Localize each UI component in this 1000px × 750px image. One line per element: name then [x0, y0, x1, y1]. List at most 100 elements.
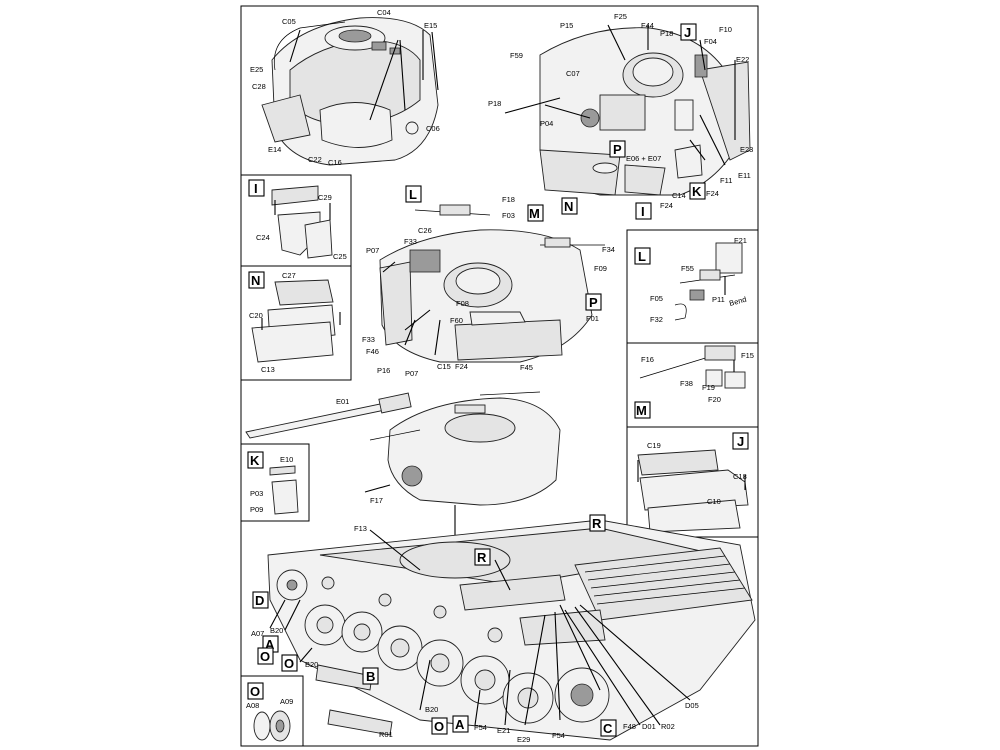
box-n-parts: [251, 279, 341, 363]
callout-i-top: [635, 202, 652, 220]
box-j-tag-text: J: [737, 434, 744, 449]
callout-c: [600, 719, 617, 737]
label-a07: A07: [251, 629, 264, 638]
label-c10: C10: [707, 497, 721, 506]
label-p11: P11: [712, 295, 725, 304]
label-e06-e07: E06 + E07: [626, 154, 661, 163]
box-m-tag-text: M: [636, 403, 647, 418]
label-f25: F25: [614, 12, 627, 21]
label-c26: C26: [418, 226, 432, 235]
callout-p-top-text: P: [613, 142, 622, 157]
callout-o-bottom: [431, 717, 448, 735]
label-f44: F44: [641, 21, 654, 30]
hull-drawing: [267, 519, 756, 741]
label-f34: F34: [602, 245, 615, 254]
label-f24-b: F24: [660, 201, 673, 210]
callout-a-left-text: A: [265, 637, 275, 652]
turret-top-left-drawing: [261, 17, 439, 166]
label-c19: C19: [647, 441, 661, 450]
label-p03: P03: [250, 489, 263, 498]
label-p15: P15: [560, 21, 573, 30]
label-f54-a: F54: [474, 723, 487, 732]
label-c04: C04: [377, 8, 391, 17]
box-k-tag-text: K: [250, 453, 260, 468]
label-b20-c: B20: [425, 705, 438, 714]
gun-barrel-and-turret-drawing: [245, 391, 561, 506]
label-e21: E21: [497, 726, 510, 735]
label-f54-b: F54: [552, 731, 565, 740]
label-d01: D01: [642, 722, 656, 731]
callout-p-center: [585, 293, 602, 311]
callout-b: [362, 667, 379, 685]
label-p16: P16: [377, 366, 390, 375]
label-c05: C05: [282, 17, 296, 26]
label-c22: C22: [308, 155, 322, 164]
callout-r-hull-center: [474, 548, 491, 566]
callout-n-top-text: N: [564, 199, 573, 214]
box-j-parts: [637, 449, 749, 533]
label-c07: C07: [566, 69, 580, 78]
label-b20-a: B20: [270, 626, 283, 635]
label-f09: F09: [594, 264, 607, 273]
label-f55: F55: [681, 264, 694, 273]
callout-o-left-1-text: O: [260, 649, 270, 664]
label-r02: R02: [661, 722, 675, 731]
label-d05: D05: [685, 701, 699, 710]
label-f18: F18: [502, 195, 515, 204]
label-c15: C15: [437, 362, 451, 371]
label-f33-bottom: F33: [362, 335, 375, 344]
label-f04: F04: [704, 37, 717, 46]
box-i-tag-text: I: [254, 181, 258, 196]
box-j-tag: [732, 432, 749, 450]
arrows-hull: [269, 529, 691, 726]
label-f24-center: F24: [455, 362, 468, 371]
callout-r-hull-right: [589, 514, 606, 532]
callout-p-top: [609, 140, 626, 158]
callout-l-center: [405, 185, 422, 203]
callout-p-center-text: P: [589, 295, 598, 310]
box-n-tag: [248, 271, 265, 289]
callout-a-bottom-text: A: [455, 717, 465, 732]
callout-a-bottom: [452, 715, 469, 733]
box-o-parts: [253, 710, 291, 742]
label-f08: F08: [456, 299, 469, 308]
label-c06: C06: [426, 124, 440, 133]
callout-m-center: [527, 204, 544, 222]
callout-c-text: C: [603, 721, 613, 736]
label-f16: F16: [641, 355, 654, 364]
label-c16: C16: [328, 158, 342, 167]
callout-j-top: [680, 23, 697, 41]
arrows-center: [382, 261, 441, 356]
label-e29: E29: [517, 735, 530, 744]
label-e10: E10: [280, 455, 293, 464]
label-p07-top: P07: [366, 246, 379, 255]
box-l-parts: [674, 242, 743, 321]
label-f01: F01: [586, 314, 599, 323]
label-e14: E14: [268, 145, 281, 154]
label-p09: P09: [250, 505, 263, 514]
box-l-tag-text: L: [638, 249, 646, 264]
callout-d: [252, 591, 269, 609]
label-e01: E01: [336, 397, 349, 406]
box-m-tag: [634, 401, 651, 419]
box-o-tag-text: O: [250, 684, 260, 699]
box-o-tag: [247, 682, 264, 700]
label-p18-top: P18: [660, 29, 673, 38]
label-p07-bottom: P07: [405, 369, 418, 378]
label-f11: F11: [720, 176, 732, 185]
label-c27: C27: [282, 271, 296, 280]
box-i-parts: [271, 185, 333, 259]
turret-center-drawing: [379, 204, 605, 363]
callout-o-bottom-text: O: [434, 719, 444, 734]
label-b20-b: B20: [305, 660, 318, 669]
label-f60: F60: [450, 316, 463, 325]
label-f17: F17: [370, 496, 383, 505]
label-c29: C29: [318, 193, 332, 202]
callout-j-top-text: J: [684, 25, 691, 40]
label-c14: C14: [672, 191, 686, 200]
label-f13: F13: [354, 524, 367, 533]
label-c13: C13: [261, 365, 275, 374]
label-f59: F59: [510, 51, 523, 60]
label-f24-a: F24: [706, 189, 719, 198]
label-p18-left: P18: [488, 99, 501, 108]
